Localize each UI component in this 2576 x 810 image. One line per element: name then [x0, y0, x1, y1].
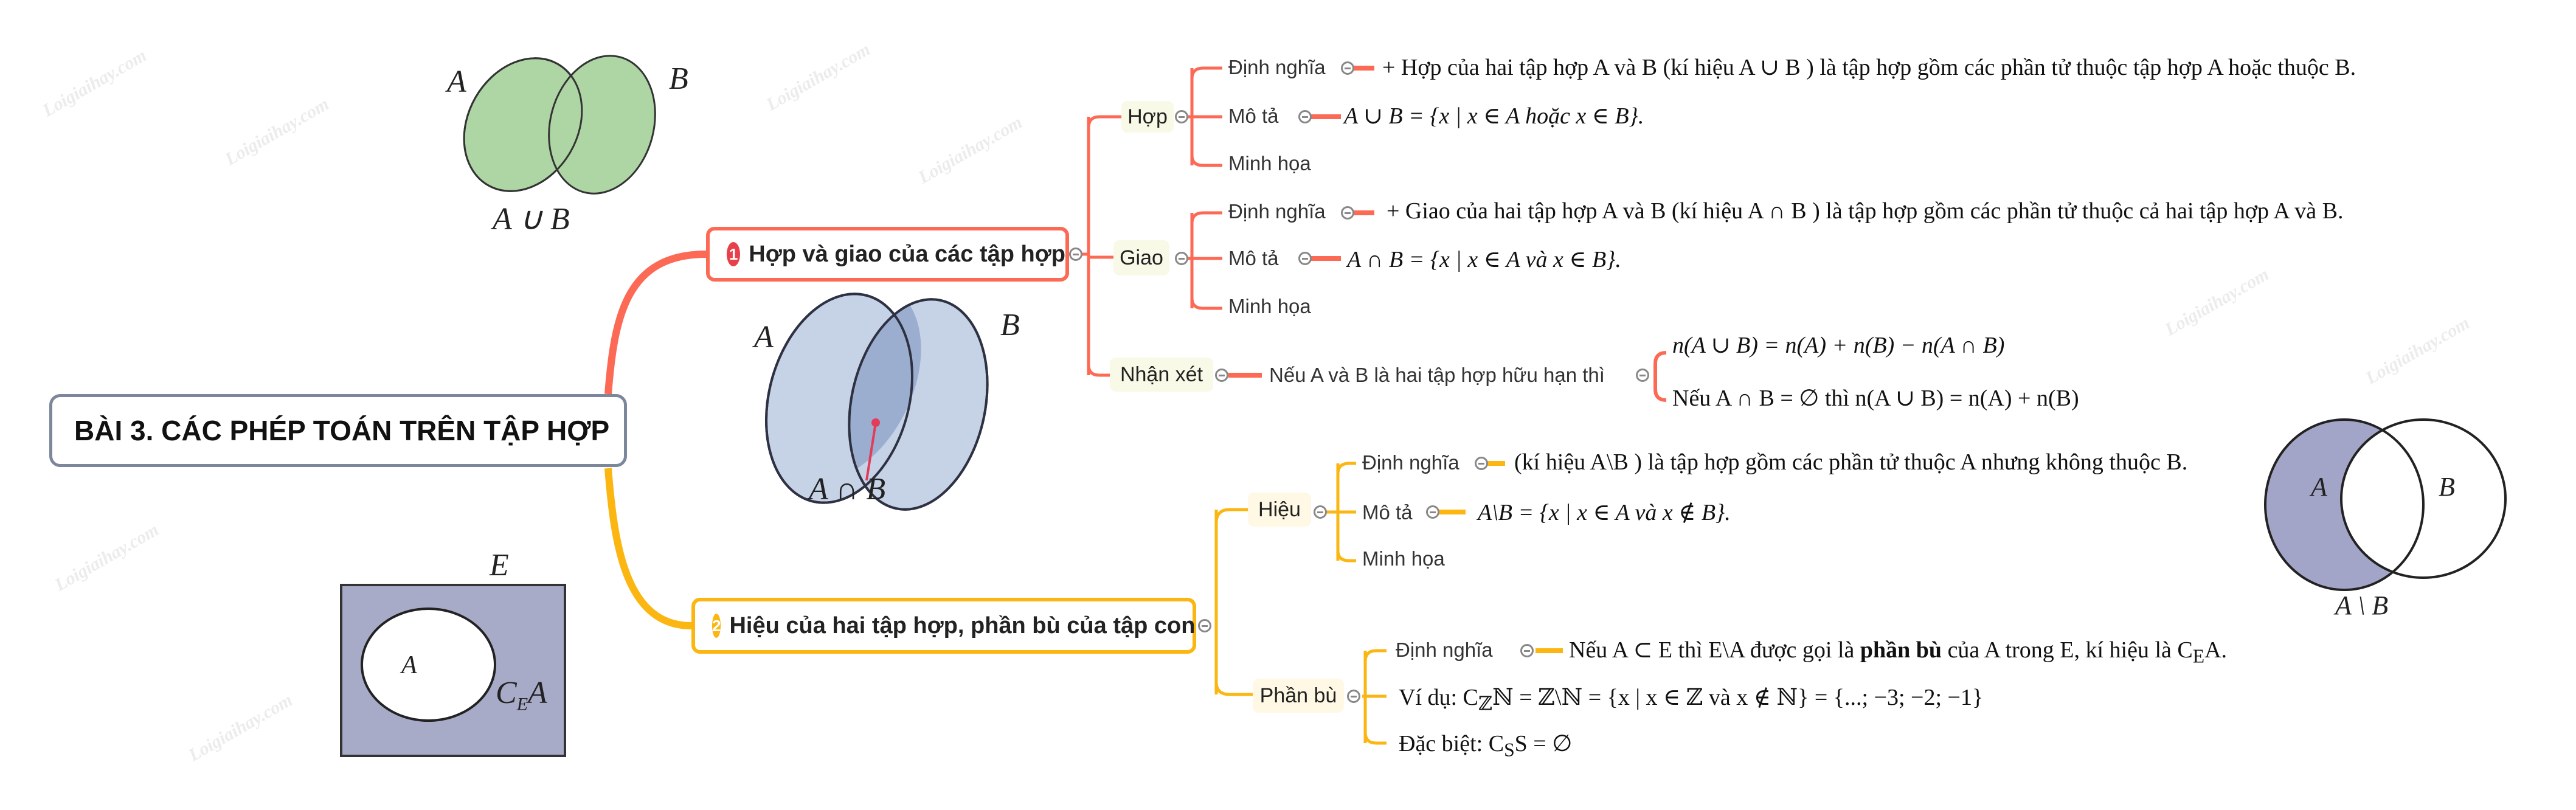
collapse-icon[interactable] — [1298, 110, 1312, 123]
hieu-description-label: Mô tả — [1362, 501, 1413, 524]
union-venn-diagram — [463, 55, 656, 195]
universal-set-label: E — [490, 548, 509, 583]
nhan-xet-text: Nếu A và B là hai tập hợp hữu hạn thì — [1269, 364, 1605, 386]
giao-description-formula: A ∩ B = {x | x ∈ A và x ∈ B}. — [1347, 247, 1621, 272]
intersection-caption: A ∩ B — [809, 472, 886, 507]
topic-giao[interactable]: Giao — [1113, 240, 1169, 275]
hop-definition-label: Định nghĩa — [1228, 56, 1326, 78]
complement-label: CEA — [496, 676, 547, 715]
hop-definition-text: + Hợp của hai tập hợp A và B (kí hiệu A … — [1382, 55, 2356, 80]
hop-description-label: Mô tả — [1228, 105, 1279, 127]
giao-definition-text: + Giao của hai tập hợp A và B (kí hiệu A… — [1387, 198, 2344, 224]
difference-caption: A \ B — [2335, 590, 2389, 620]
topic-label: Phần bù — [1259, 684, 1337, 707]
set-a-label: A — [2311, 472, 2327, 502]
difference-venn-diagram — [2264, 418, 2507, 591]
collapse-icon[interactable] — [1636, 369, 1649, 382]
collapse-icon[interactable] — [1520, 644, 1534, 657]
hop-illustration-label: Minh họa — [1228, 152, 1311, 175]
topic-hieu[interactable]: Hiệu — [1248, 493, 1311, 527]
topic-hop[interactable]: Hợp — [1121, 101, 1174, 133]
set-b-label: B — [2439, 472, 2455, 502]
central-topic-label: BÀI 3. CÁC PHÉP TOÁN TRÊN TẬP HỢP — [74, 415, 610, 446]
branch-label: Hiệu của hai tập hợp, phần bù của tập co… — [729, 612, 1196, 639]
collapse-icon[interactable] — [1314, 505, 1327, 519]
complement-diagram — [340, 584, 566, 757]
topic-label: Giao — [1120, 246, 1163, 269]
phan-bu-definition-label: Định nghĩa — [1396, 639, 1493, 661]
collapse-icon[interactable] — [1175, 110, 1188, 123]
hop-description-formula: A ∪ B = {x | x ∈ A hoặc x ∈ B}. — [1344, 103, 1644, 129]
hieu-definition-text: (kí hiệu A\B ) là tập hợp gồm các phần t… — [1514, 449, 2188, 475]
topic-label: Hợp — [1127, 105, 1168, 128]
set-a-label: A — [754, 320, 774, 355]
topic-label: Hiệu — [1258, 497, 1301, 521]
topic-phan-bu[interactable]: Phần bù — [1253, 679, 1344, 713]
set-a-label: A — [447, 64, 466, 99]
phan-bu-special: Đặc biệt: CSS = ∅ — [1399, 731, 1573, 761]
phan-bu-example: Ví dụ: Cℤℕ = ℤ\ℕ = {x | x ∈ ℤ và x ∉ ℕ} … — [1399, 685, 1984, 715]
collapse-icon[interactable] — [1347, 690, 1360, 703]
giao-illustration-label: Minh họa — [1228, 295, 1311, 317]
intersection-venn-diagram — [765, 292, 989, 511]
collapse-icon[interactable] — [1298, 252, 1312, 265]
union-caption: A ∪ B — [493, 202, 570, 237]
phan-bu-definition-text: Nếu A ⊂ E thì E\A được gọi là phần bù củ… — [1569, 637, 2228, 667]
collapse-icon[interactable] — [1198, 619, 1211, 632]
central-topic[interactable]: BÀI 3. CÁC PHÉP TOÁN TRÊN TẬP HỢP — [49, 394, 627, 467]
topic-label: Nhận xét — [1120, 362, 1203, 386]
branch-label: Hợp và giao của các tập hợp — [749, 241, 1065, 267]
hieu-definition-label: Định nghĩa — [1362, 451, 1459, 474]
collapse-icon[interactable] — [1341, 206, 1354, 220]
giao-description-label: Mô tả — [1228, 247, 1279, 269]
cardinality-formula: n(A ∪ B) = n(A) + n(B) − n(A ∩ B) — [1672, 333, 2005, 358]
hieu-description-formula: A\B = {x | x ∈ A và x ∉ B}. — [1478, 500, 1731, 525]
set-b-label: B — [669, 61, 688, 96]
giao-definition-label: Định nghĩa — [1228, 200, 1326, 223]
branch-hieu-phan-bu[interactable]: 2 Hiệu của hai tập hợp, phần bù của tập … — [691, 598, 1196, 654]
set-a-label: A — [401, 651, 417, 679]
collapse-icon[interactable] — [1426, 505, 1439, 519]
collapse-icon[interactable] — [1341, 61, 1354, 75]
topic-nhan-xet[interactable]: Nhận xét — [1110, 358, 1213, 392]
collapse-icon[interactable] — [1475, 457, 1488, 470]
number-badge: 2 — [712, 614, 721, 638]
subset-circle — [361, 608, 496, 722]
disjoint-cardinality-formula: Nếu A ∩ B = ∅ thì n(A ∪ B) = n(A) + n(B) — [1672, 386, 2079, 411]
set-b-label: B — [1000, 308, 1020, 342]
number-badge: 1 — [727, 242, 741, 266]
collapse-icon[interactable] — [1069, 248, 1082, 261]
collapse-icon[interactable] — [1175, 252, 1188, 265]
branch-hop-giao[interactable]: 1 Hợp và giao của các tập hợp — [706, 227, 1069, 282]
hieu-illustration-label: Minh họa — [1362, 547, 1445, 570]
collapse-icon[interactable] — [1215, 369, 1228, 382]
